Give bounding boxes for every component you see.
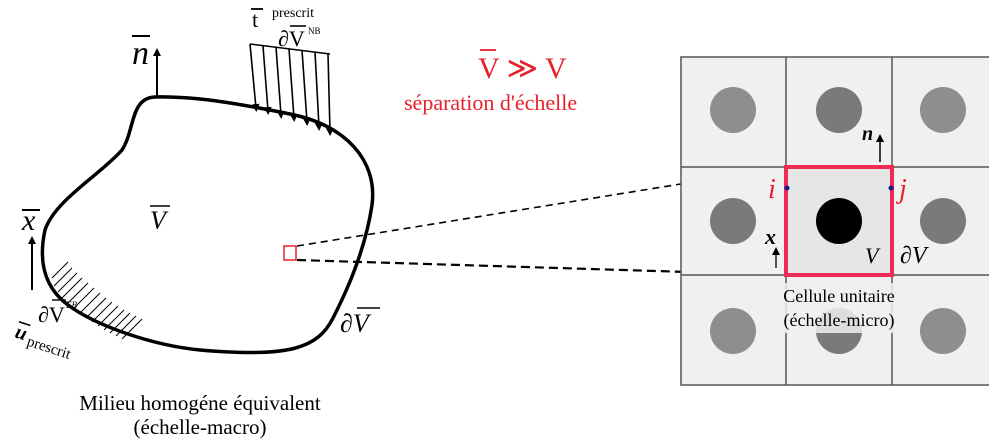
svg-text:t: t: [252, 7, 258, 32]
svg-text:∂V: ∂V: [340, 309, 372, 338]
node-i-label: i: [768, 174, 776, 205]
svg-text:∂V: ∂V: [278, 26, 305, 51]
micro-position-label: x: [764, 224, 776, 249]
node-j-point: [888, 185, 894, 191]
dirichlet-label: ∂V EB: [38, 299, 77, 327]
inclusion-center: [816, 198, 862, 244]
svg-text:prescrit: prescrit: [272, 6, 314, 21]
svg-text:∂V: ∂V: [38, 302, 65, 327]
macro-normal-label: n: [132, 35, 149, 72]
rve-marker: [283, 245, 297, 261]
macro-caption-line1: Milieu homogéne équivalent: [79, 391, 321, 415]
scale-separation: V ≫ V séparation d'échelle: [404, 49, 577, 115]
displacement-label: u prescrit: [12, 321, 74, 363]
micro-caption-line2: (échelle-micro): [784, 310, 895, 331]
node-j-label: j: [896, 174, 907, 205]
svg-text:NB: NB: [308, 26, 321, 36]
inclusions: [710, 87, 966, 354]
macro-body-outline: [40, 95, 375, 355]
svg-text:V: V: [150, 206, 169, 235]
node-i-point: [784, 185, 790, 191]
micro-boundary-label: ∂V: [900, 243, 929, 269]
macro-volume: V: [150, 205, 170, 235]
separation-relation: V ≫ V: [478, 52, 567, 85]
dirichlet-hatching: [51, 261, 143, 340]
traction-arrows: [249, 43, 334, 136]
micro-normal-label: n: [862, 123, 873, 145]
traction-label: t prescrit ∂V NB: [251, 6, 321, 51]
micro-grid: i j n x V ∂V Cellule unitaire (échelle-m…: [680, 56, 989, 386]
micro-caption-line1: Cellule unitaire: [783, 286, 894, 306]
macro-body: n t prescrit ∂V NB V x: [12, 6, 380, 439]
macro-position: x: [21, 204, 40, 290]
separation-text: séparation d'échelle: [404, 90, 577, 115]
svg-text:prescrit: prescrit: [25, 334, 74, 363]
svg-text:EB: EB: [65, 300, 77, 310]
macro-boundary: ∂V: [340, 307, 380, 338]
svg-text:x: x: [21, 204, 36, 237]
macro-caption-line2: (échelle-macro): [134, 415, 267, 439]
micro-volume-label: V: [865, 243, 881, 268]
